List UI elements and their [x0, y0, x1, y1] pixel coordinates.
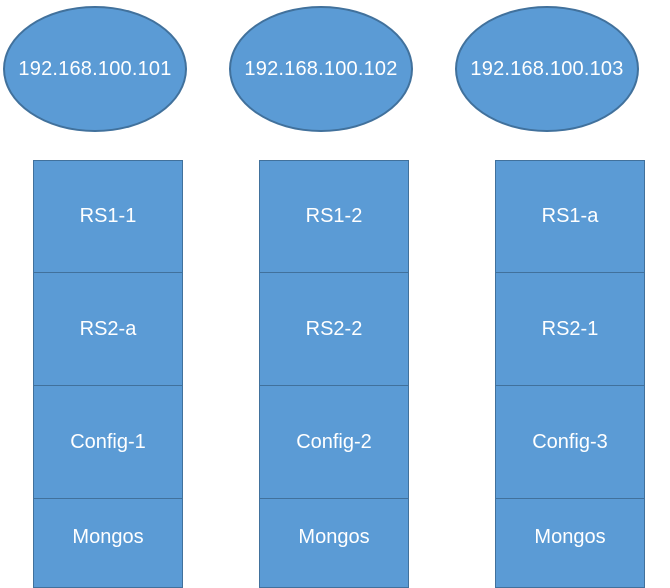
replica-set-2-member: RS2-1: [495, 272, 645, 386]
host-ellipse: 192.168.100.102: [229, 6, 413, 132]
server-node-3: 192.168.100.103 RS1-a RS2-1 Config-3 Mon…: [452, 0, 645, 588]
replica-set-2-member: RS2-2: [259, 272, 409, 386]
replica-set-1-member: RS1-a: [495, 160, 645, 273]
server-node-1: 192.168.100.101 RS1-1 RS2-a Config-1 Mon…: [0, 0, 190, 588]
component-stack: RS1-1 RS2-a Config-1 Mongos: [33, 160, 183, 588]
server-node-2: 192.168.100.102 RS1-2 RS2-2 Config-2 Mon…: [226, 0, 416, 588]
host-ellipse: 192.168.100.103: [455, 6, 639, 132]
config-server: Config-1: [33, 385, 183, 499]
config-server: Config-3: [495, 385, 645, 499]
component-stack: RS1-a RS2-1 Config-3 Mongos: [495, 160, 645, 588]
component-stack: RS1-2 RS2-2 Config-2 Mongos: [259, 160, 409, 588]
config-server: Config-2: [259, 385, 409, 499]
replica-set-1-member: RS1-2: [259, 160, 409, 273]
mongos-router: Mongos: [33, 498, 183, 588]
mongos-router: Mongos: [259, 498, 409, 588]
mongos-router: Mongos: [495, 498, 645, 588]
replica-set-2-member: RS2-a: [33, 272, 183, 386]
replica-set-1-member: RS1-1: [33, 160, 183, 273]
host-ellipse: 192.168.100.101: [3, 6, 187, 132]
